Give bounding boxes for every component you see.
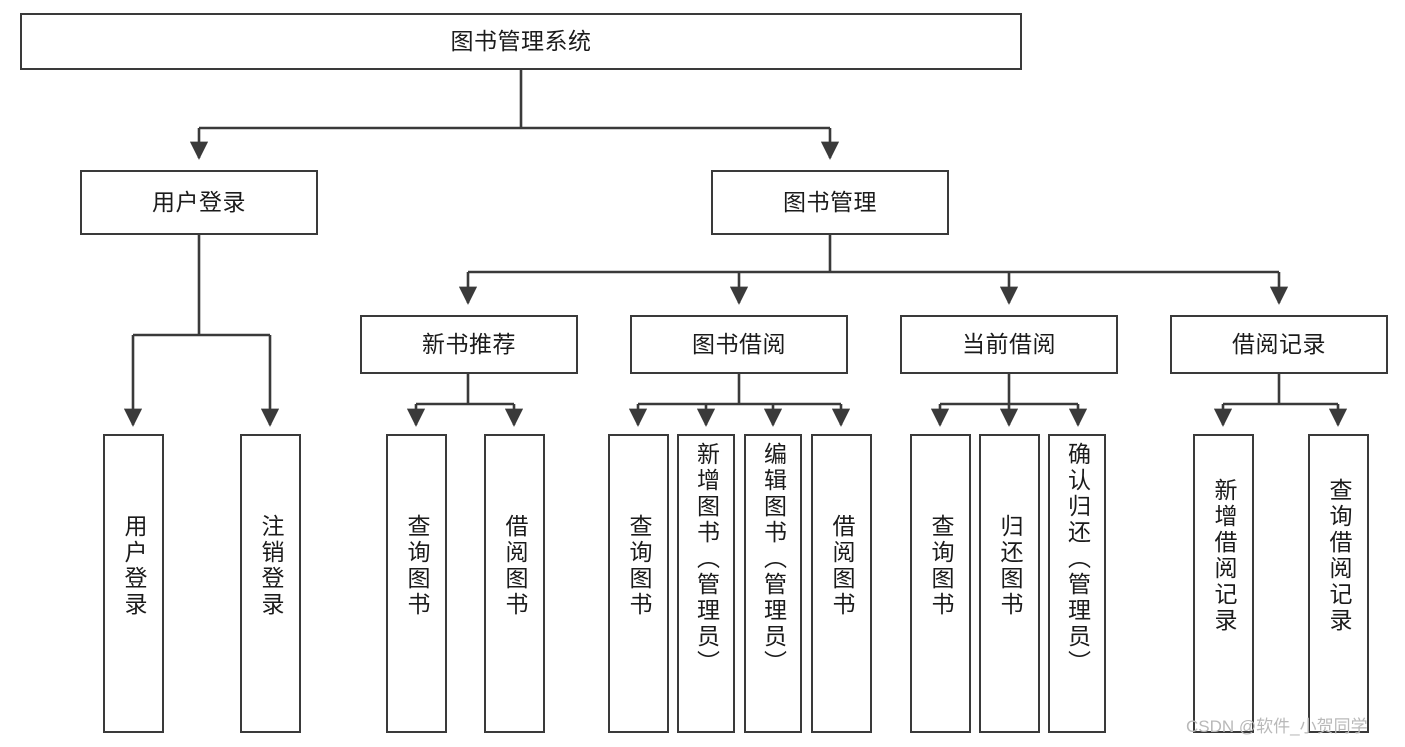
leaf-query-book-current-label: 查询图书	[928, 514, 954, 618]
leaf-add-book-admin[interactable]: 新增图书（管理员）	[677, 434, 735, 733]
node-current-borrow-label: 当前借阅	[962, 330, 1056, 357]
leaf-borrow-book-newbook[interactable]: 借阅图书	[484, 434, 545, 733]
leaf-confirm-return-admin[interactable]: 确认归还（管理员）	[1048, 434, 1106, 733]
leaf-query-borrow-record[interactable]: 查询借阅记录	[1308, 434, 1369, 733]
leaf-query-book-current[interactable]: 查询图书	[910, 434, 971, 733]
csdn-watermark: CSDN @软件_小贺同学	[1186, 717, 1368, 736]
leaf-add-borrow-record-label: 新增借阅记录	[1211, 478, 1237, 634]
leaf-user-login[interactable]: 用户登录	[103, 434, 164, 733]
leaf-return-book-label: 归还图书	[997, 514, 1023, 618]
node-root[interactable]: 图书管理系统	[20, 13, 1022, 70]
leaf-return-book[interactable]: 归还图书	[979, 434, 1040, 733]
leaf-borrow-book-borrow[interactable]: 借阅图书	[811, 434, 872, 733]
leaf-add-book-admin-label: 新增图书（管理员）	[693, 442, 720, 676]
leaf-borrow-book-newbook-label: 借阅图书	[502, 514, 528, 618]
node-root-label: 图书管理系统	[450, 27, 592, 54]
leaf-add-borrow-record[interactable]: 新增借阅记录	[1193, 434, 1254, 733]
node-new-book-recommend[interactable]: 新书推荐	[360, 315, 578, 374]
leaf-query-borrow-record-label: 查询借阅记录	[1326, 478, 1352, 634]
leaf-logout[interactable]: 注销登录	[240, 434, 301, 733]
node-user-login-label: 用户登录	[152, 188, 246, 215]
leaf-borrow-book-borrow-label: 借阅图书	[829, 514, 855, 618]
node-borrow-records[interactable]: 借阅记录	[1170, 315, 1388, 374]
leaf-query-book-newbook[interactable]: 查询图书	[386, 434, 447, 733]
leaf-query-book-borrow-label: 查询图书	[626, 514, 652, 618]
node-book-management-label: 图书管理	[783, 188, 877, 215]
node-book-borrow-label: 图书借阅	[692, 330, 786, 357]
node-current-borrow[interactable]: 当前借阅	[900, 315, 1118, 374]
node-book-management[interactable]: 图书管理	[711, 170, 949, 235]
node-book-borrow[interactable]: 图书借阅	[630, 315, 848, 374]
leaf-confirm-return-admin-label: 确认归还（管理员）	[1064, 442, 1091, 676]
leaf-user-login-label: 用户登录	[121, 514, 147, 618]
leaf-query-book-borrow[interactable]: 查询图书	[608, 434, 669, 733]
leaf-edit-book-admin[interactable]: 编辑图书（管理员）	[744, 434, 802, 733]
leaf-edit-book-admin-label: 编辑图书（管理员）	[760, 442, 787, 676]
node-borrow-records-label: 借阅记录	[1232, 330, 1326, 357]
node-new-book-recommend-label: 新书推荐	[422, 330, 516, 357]
leaf-logout-label: 注销登录	[258, 514, 284, 618]
node-user-login[interactable]: 用户登录	[80, 170, 318, 235]
leaf-query-book-newbook-label: 查询图书	[404, 514, 430, 618]
